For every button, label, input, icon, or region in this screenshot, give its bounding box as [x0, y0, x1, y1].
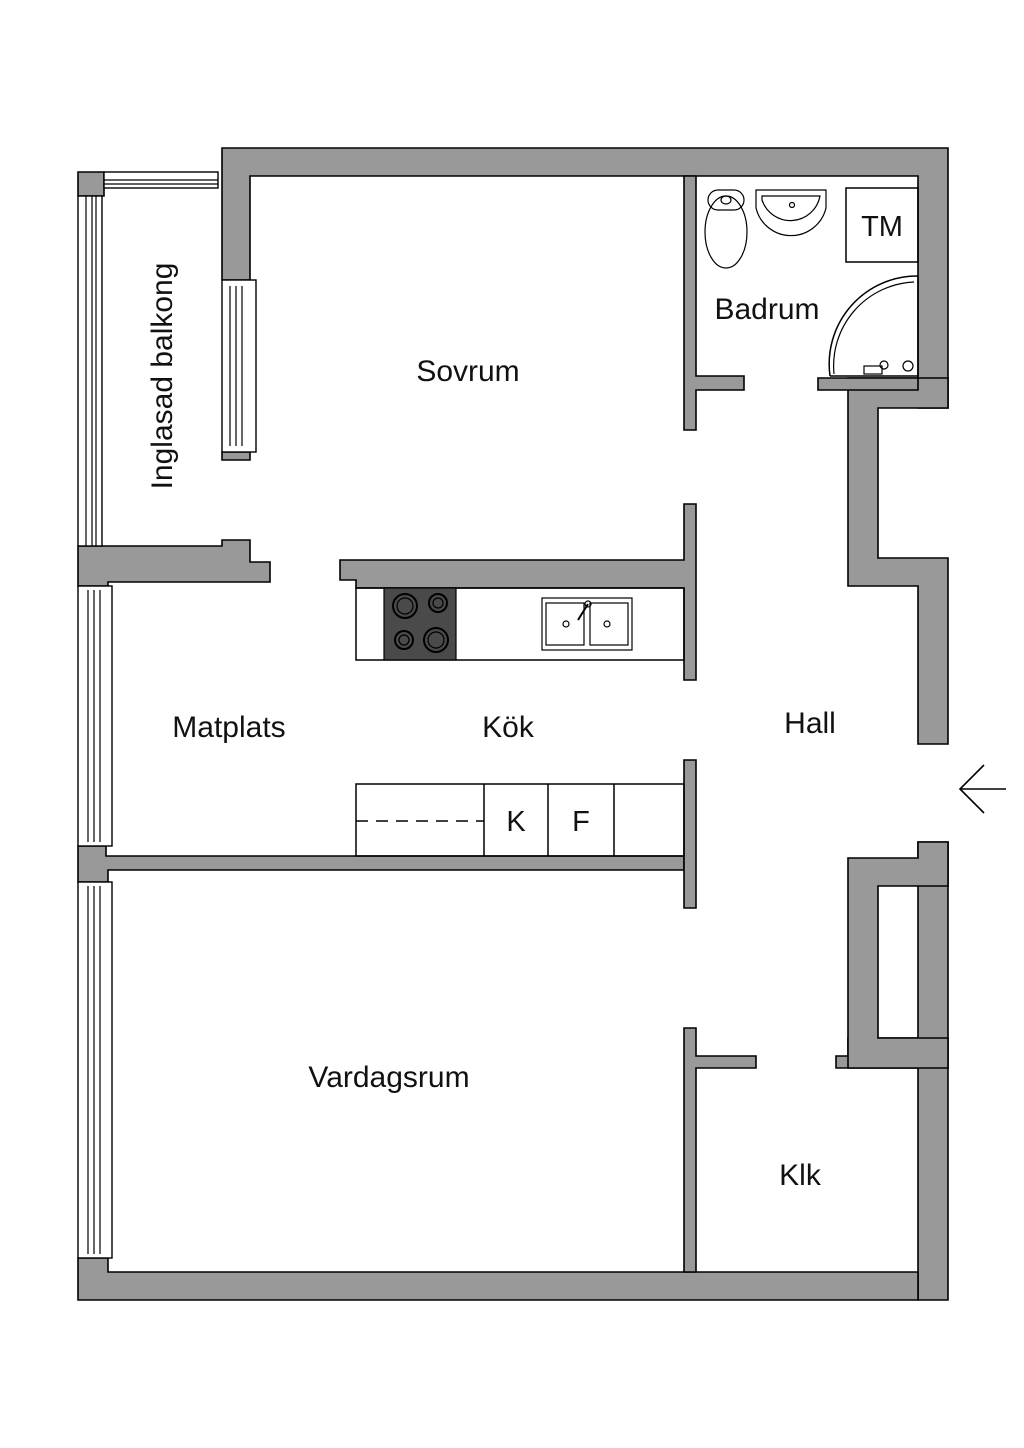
label-kok: Kök: [482, 711, 535, 744]
kitchen-lower-counter: K F: [355, 783, 685, 857]
wall-sovrum-left-stub: [221, 451, 251, 461]
wall-vardagsrum-klk: [683, 1027, 757, 1273]
label-f: F: [572, 806, 590, 838]
wall-balcony-corner: [77, 171, 105, 197]
label-k: K: [506, 806, 526, 838]
label-sovrum: Sovrum: [416, 355, 519, 388]
wall-badrum-bottom: [817, 377, 919, 391]
label-matplats: Matplats: [172, 711, 285, 744]
label-badrum: Badrum: [714, 293, 819, 326]
windows: [77, 171, 257, 1259]
label-klk: Klk: [779, 1159, 822, 1192]
toilet-icon: [704, 189, 748, 269]
label-balkong: Inglasad balkong: [146, 263, 179, 490]
wall-sovrum-badrum: [683, 175, 745, 431]
wall-right-lower-bump: [847, 841, 949, 1069]
wall-top: [221, 147, 949, 409]
label-tm: TM: [861, 211, 903, 243]
shower-icon: [828, 275, 919, 377]
entrance-arrow-icon: [958, 764, 1006, 814]
interior-walls: [339, 175, 919, 1273]
outer-walls: [77, 147, 949, 1301]
window-sovrum: [221, 279, 257, 453]
window-balcony-left: [77, 195, 103, 547]
washing-machine-box: TM: [845, 187, 919, 263]
bathroom-fixtures: TM: [704, 187, 919, 377]
label-hall: Hall: [784, 707, 836, 740]
wall-left-pillar: [77, 845, 685, 883]
wall-right-upper: [847, 377, 949, 745]
window-vardagsrum: [77, 881, 113, 1259]
kitchen-upper-counter: [355, 587, 685, 661]
window-balcony-top: [103, 171, 219, 189]
label-vardagsrum: Vardagsrum: [308, 1061, 469, 1094]
kitchen-sink-icon: [541, 597, 633, 651]
wall-balcony-bottom: [77, 539, 271, 587]
washbasin-icon: [755, 189, 827, 237]
wall-kitchen-hall: [683, 759, 697, 909]
wall-bottom: [77, 1257, 919, 1301]
room-labels: Inglasad balkong Sovrum Badrum Matplats …: [146, 263, 836, 1192]
window-matplats: [77, 585, 113, 847]
stove-icon: [383, 587, 457, 661]
